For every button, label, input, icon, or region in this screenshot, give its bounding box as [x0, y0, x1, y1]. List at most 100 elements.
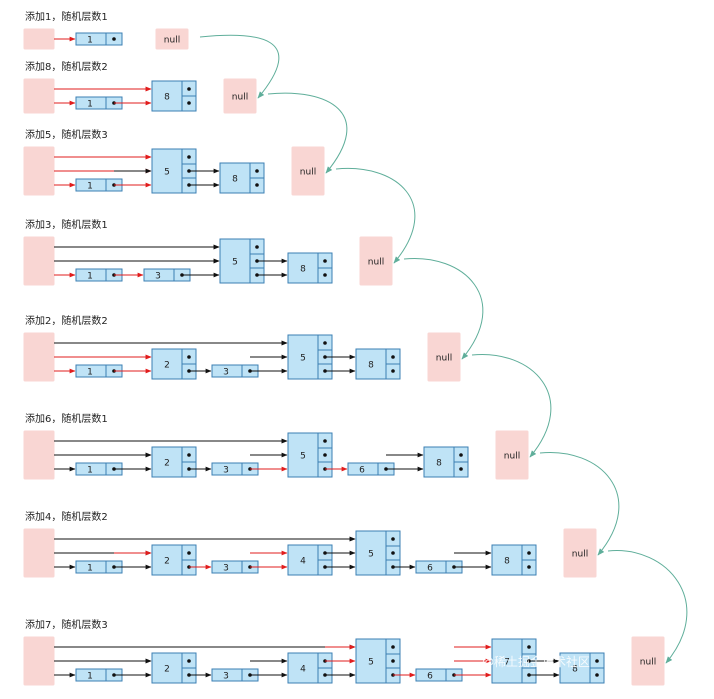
- node-8: 8: [219, 162, 265, 194]
- pointer-dot: [255, 169, 259, 173]
- node-6: 6: [347, 462, 395, 476]
- null-box: [563, 528, 597, 578]
- pointer-dot: [391, 369, 395, 373]
- node-value: 8: [164, 93, 170, 103]
- node-5: 5: [151, 148, 197, 194]
- panel-title: 添加2，随机层数2: [25, 314, 108, 327]
- node-value: 1: [87, 672, 93, 682]
- null-box: [291, 146, 325, 196]
- node-value-cell: [151, 446, 183, 478]
- pointer-dot: [187, 87, 191, 91]
- node-value: 8: [504, 557, 510, 567]
- null-box: [223, 78, 257, 114]
- node-box: [75, 32, 123, 46]
- watermark-layer: @稀土掘金技术社区: [482, 654, 590, 669]
- node-value: 6: [359, 466, 365, 476]
- node-2: 2: [151, 544, 197, 576]
- null-box: [359, 236, 393, 286]
- node-5: 5: [287, 432, 333, 478]
- null-box: [631, 636, 665, 686]
- node-1: 1: [75, 32, 123, 46]
- head-node: [23, 430, 55, 480]
- transition-arrow: [607, 550, 688, 664]
- null-box: [427, 332, 461, 382]
- node-4: 4: [287, 544, 333, 576]
- head-node: [23, 332, 55, 382]
- node-value: 5: [368, 550, 374, 560]
- node-value: 5: [300, 452, 306, 462]
- null-box: [495, 430, 529, 480]
- null-label: null: [232, 93, 248, 103]
- pointer-dot: [459, 467, 463, 471]
- panel-title: 添加5，随机层数3: [25, 128, 108, 141]
- node-value: 1: [87, 100, 93, 110]
- node-value: 6: [427, 672, 433, 682]
- watermark: @稀土掘金技术社区: [482, 654, 590, 669]
- panel-title: 添加6，随机层数1: [25, 412, 108, 425]
- node-value-cell: [287, 544, 319, 576]
- panel-7: 添加4，随机层数2 1 2 3 4 5 6 8 null: [23, 510, 597, 578]
- pointer-dot: [187, 659, 191, 663]
- transition-arrows: [199, 34, 688, 664]
- node-5: 5: [355, 530, 401, 576]
- pointer-dot: [255, 183, 259, 187]
- node-value: 2: [164, 665, 170, 675]
- pointer-dot: [459, 453, 463, 457]
- pointer-dot: [255, 245, 259, 249]
- panel-title: 添加3，随机层数1: [25, 218, 108, 231]
- node-2: 2: [151, 652, 197, 684]
- node-value: 7: [504, 658, 510, 668]
- node-5: 5: [355, 638, 401, 684]
- null-box: [155, 28, 189, 50]
- null-label: null: [436, 354, 452, 364]
- pointer-dot: [391, 645, 395, 649]
- pointer-dot: [187, 453, 191, 457]
- node-value: 5: [300, 354, 306, 364]
- pointer-dot: [391, 659, 395, 663]
- node-8: 8: [151, 80, 197, 112]
- node-value: 5: [164, 168, 170, 178]
- node-value: 8: [436, 459, 442, 469]
- null-node: null: [155, 28, 189, 50]
- node-value-cell: [219, 238, 251, 284]
- node-2: 2: [151, 446, 197, 478]
- node-value: 6: [427, 564, 433, 574]
- panel-title: 添加4，随机层数2: [25, 510, 108, 523]
- node-4: 4: [287, 652, 333, 684]
- pointer-dot: [187, 551, 191, 555]
- node-value: 8: [232, 175, 238, 185]
- null-label: null: [640, 658, 656, 668]
- head-node: [23, 146, 55, 196]
- node-value: 3: [223, 672, 229, 682]
- node-value: 1: [87, 564, 93, 574]
- transition-arrow: [539, 452, 620, 556]
- null-label: null: [572, 550, 588, 560]
- node-value: 4: [300, 557, 306, 567]
- node-value: 8: [300, 265, 306, 275]
- pointer-dot: [112, 37, 116, 41]
- null-node: null: [631, 636, 665, 686]
- pointer-dot: [595, 659, 599, 663]
- node-value-cell: [355, 638, 387, 684]
- head-node: [23, 28, 55, 50]
- node-value-cell: [287, 252, 319, 284]
- node-6: 6: [415, 560, 463, 574]
- null-label: null: [164, 36, 180, 46]
- node-value: 3: [223, 564, 229, 574]
- node-value: 8: [572, 665, 578, 675]
- panel-title: 添加1，随机层数1: [25, 10, 108, 23]
- pointer-dot: [391, 537, 395, 541]
- node-value-cell: [151, 652, 183, 684]
- node-value: 4: [300, 665, 306, 675]
- node-2: 2: [151, 348, 197, 380]
- node-value-cell: [559, 652, 591, 684]
- node-value: 2: [164, 557, 170, 567]
- pointer-dot: [595, 673, 599, 677]
- pointer-dot: [323, 273, 327, 277]
